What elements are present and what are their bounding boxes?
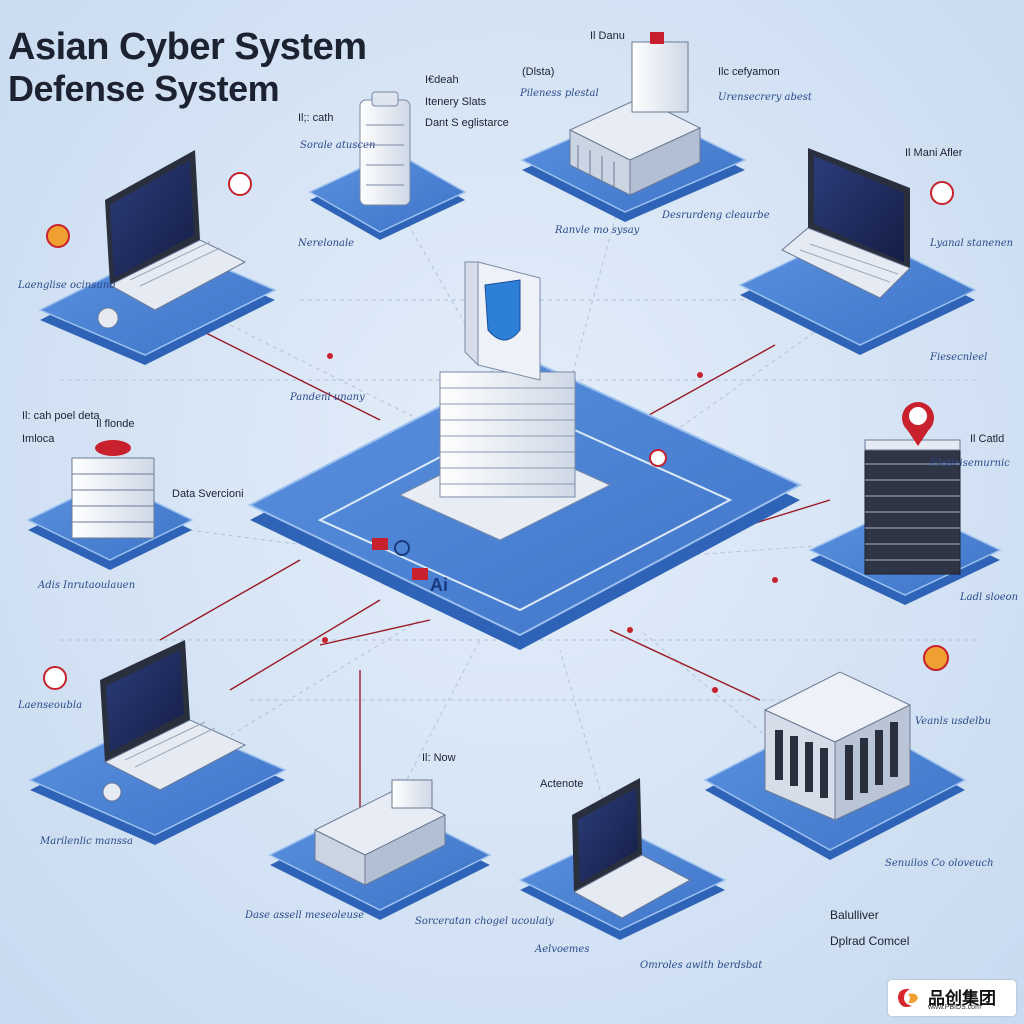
node-laptop-bottom-left[interactable] xyxy=(28,640,287,845)
label-data-svercioni: Data Svercioni xyxy=(172,488,244,500)
annotation: Omroles awith berdsbat xyxy=(640,960,763,971)
node-building-bottom[interactable] xyxy=(268,779,492,920)
node-server-right[interactable] xyxy=(808,439,1002,605)
annotation: Marilenlic manssa xyxy=(40,836,134,847)
label-mani-after: Il Mani Afler xyxy=(905,147,963,159)
lock-icon xyxy=(372,538,428,580)
annotation: Desrurdeng cleaurbe xyxy=(662,210,770,221)
annotation: Lyanal stanenen xyxy=(930,238,1014,249)
label-cah-poel: Il: cah poel deta xyxy=(22,410,100,422)
annotation: Nerelonale xyxy=(298,238,355,249)
node-datacenter-top[interactable] xyxy=(520,32,747,222)
label-imloca: Imloca xyxy=(22,433,55,445)
label-ideah: I€deah xyxy=(425,74,459,86)
label-dplrad: Dplrad Comcel xyxy=(830,934,910,948)
annotation: Sorceratan chogel ucoulaiy xyxy=(415,916,554,927)
label-top-center: Il Danu xyxy=(590,30,625,42)
label-icatid: Il Catld xyxy=(970,433,1005,445)
node-hub-center[interactable] xyxy=(247,261,803,650)
annotation: Veanls usdelbu xyxy=(915,716,992,727)
label-ilforde: Il flonde xyxy=(96,418,135,430)
label-icath: Il;: cath xyxy=(298,112,334,124)
label-dant: Dant S eglistarce xyxy=(425,117,509,129)
annotation: Eletleisemurnic xyxy=(930,458,1010,469)
annotation: Fiesecnleel xyxy=(930,352,988,363)
warning-badge-icon xyxy=(46,224,949,671)
annotation: Urensecrery abest xyxy=(718,92,812,103)
label-actenote: Actenote xyxy=(540,778,584,790)
annotation: Dase assell meseoleuse xyxy=(245,910,365,921)
alert-icon xyxy=(43,172,954,690)
location-pin-icon xyxy=(649,402,934,467)
hub-tag: Ai xyxy=(430,575,448,595)
node-building-bottom-right[interactable] xyxy=(703,671,967,860)
node-laptop-top-left[interactable] xyxy=(38,150,277,365)
annotation: Pileness plestal xyxy=(520,88,599,99)
red-arrow-markers xyxy=(322,353,778,693)
annotation: Ladl sloeon xyxy=(960,592,1019,603)
node-laptop-bottom-center[interactable] xyxy=(518,778,727,940)
node-server-top[interactable] xyxy=(308,91,467,240)
annotation: Ranvle mo sysay xyxy=(555,225,640,236)
label-data-left: (Dlsta) xyxy=(522,66,555,78)
label-now: Il: Now xyxy=(422,752,456,764)
node-laptop-top-right[interactable] xyxy=(738,148,977,355)
shield-icon xyxy=(484,279,521,341)
page-subtitle: Defense System xyxy=(8,68,280,109)
annotation: Adis Inrutaoulauen xyxy=(38,580,136,591)
annotation: Senuilos Co oloveuch xyxy=(885,858,994,869)
annotation: Pandenl unany xyxy=(290,392,365,403)
watermark-url: www.PBIDS.com xyxy=(928,1004,981,1011)
annotation: Laenseoubla xyxy=(18,700,83,711)
watermark-text: 品创集团 xyxy=(928,989,996,1008)
annotation: Laenglise ocinsuno xyxy=(18,280,116,291)
brand-logo-icon xyxy=(898,988,918,1007)
watermark-logo: 品创集团 www.PBIDS.com xyxy=(888,980,1016,1016)
page-title: Asian Cyber System xyxy=(8,26,367,68)
annotation: Aelvoemes xyxy=(535,944,590,955)
annotation: Sorale atuscen xyxy=(300,140,376,151)
label-cefyamon: Ilc cefyamon xyxy=(718,66,780,78)
label-itenery: Itenery Slats xyxy=(425,96,487,108)
node-server-left[interactable] xyxy=(26,440,194,570)
label-balulliver: Balulliver xyxy=(830,908,879,922)
red-network-lines xyxy=(159,329,831,860)
